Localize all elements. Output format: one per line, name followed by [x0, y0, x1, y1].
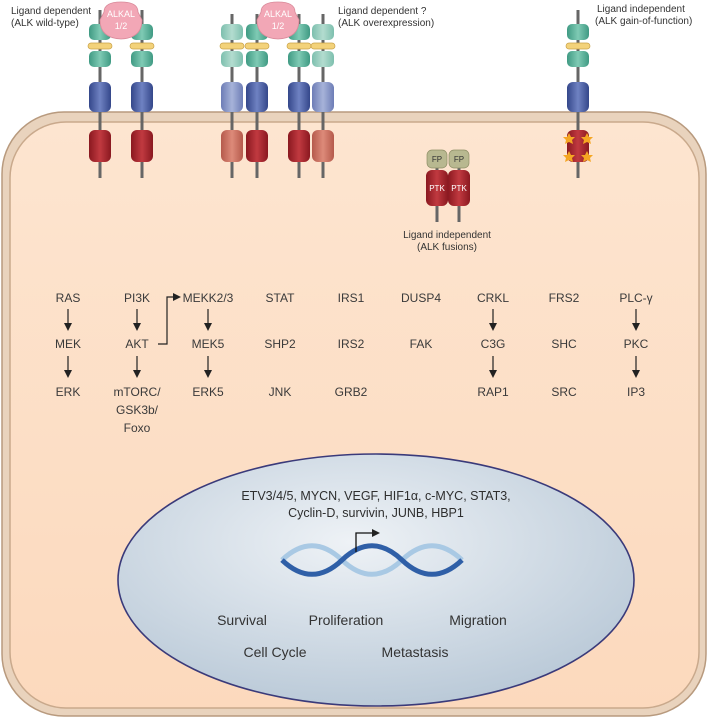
pathway-plc: PLC-γ PKC IP3	[619, 291, 652, 399]
dna-helix-icon	[280, 543, 464, 577]
node-rap1: RAP1	[477, 385, 509, 399]
fusion-label-1: Ligand independent	[403, 230, 491, 241]
node-erk5: ERK5	[192, 385, 224, 399]
node-pi3k: PI3K	[124, 291, 150, 305]
node-jnk: JNK	[269, 385, 292, 399]
ligand-label-1: ALKAL	[107, 9, 135, 19]
ligand-label-1: ALKAL	[264, 9, 292, 19]
node-grb2: GRB2	[335, 385, 368, 399]
fusion-label-2: (ALK fusions)	[417, 242, 477, 253]
node-dusp4: DUSP4	[401, 291, 441, 305]
receptor-overexpression: ALKAL 1/2 Ligand dependent ? (ALK overex…	[219, 1, 434, 178]
pathway-pi3k: PI3K AKT mTORC/ GSK3b/ Foxo	[113, 291, 181, 435]
node-irs1: IRS1	[338, 291, 365, 305]
node-plc: PLC-γ	[619, 291, 652, 305]
pathway-crkl: CRKL C3G RAP1	[477, 291, 509, 399]
ligand-alkal: ALKAL 1/2	[256, 1, 300, 40]
node-mek: MEK	[55, 337, 81, 351]
target-genes-line-2: Cyclin-D, survivin, JUNB, HBP1	[288, 506, 464, 520]
node-gsk3b: GSK3b/	[116, 403, 159, 417]
gain-label-2: (ALK gain-of-function)	[595, 16, 692, 27]
node-pkc: PKC	[624, 337, 649, 351]
receptor-gain-of-function: Ligand independent (ALK gain-of-function…	[563, 4, 692, 178]
outcome-metastasis: Metastasis	[382, 644, 449, 660]
node-akt: AKT	[125, 337, 149, 351]
ligand-label-2: 1/2	[272, 21, 285, 31]
node-mekk: MEKK2/3	[183, 291, 234, 305]
arrow	[158, 293, 181, 345]
signaling-pathways: RAS MEK ERK PI3K AKT mTORC/ GSK3b/ Foxo …	[55, 291, 653, 435]
fp-label: FP	[432, 155, 442, 164]
receptor-chain-pale	[219, 14, 245, 178]
receptor-wild-type: ALKAL 1/2 Ligand dependent (ALK wild-typ…	[11, 1, 155, 178]
pathway-stat: STAT SHP2 JNK	[264, 291, 296, 399]
ptk-domain	[426, 170, 448, 206]
node-erk: ERK	[56, 385, 81, 399]
ptk-label: PTK	[451, 184, 467, 193]
receptor-chain	[244, 14, 270, 178]
wild-type-label-2: (ALK wild-type)	[11, 18, 79, 29]
ligand-alkal: ALKAL 1/2	[99, 1, 143, 40]
node-irs2: IRS2	[338, 337, 365, 351]
alk-fusion: FP FP PTK PTK Ligand independent (ALK fu…	[403, 149, 491, 253]
pathway-frs2: FRS2 SHC SRC	[549, 291, 580, 399]
node-stat: STAT	[266, 291, 296, 305]
node-fak: FAK	[410, 337, 433, 351]
outcome-migration: Migration	[449, 612, 507, 628]
receptor-chain	[286, 14, 312, 178]
target-genes-line-1: ETV3/4/5, MYCN, VEGF, HIF1α, c-MYC, STAT…	[241, 489, 510, 503]
node-shp2: SHP2	[264, 337, 296, 351]
outcome-survival: Survival	[217, 612, 267, 628]
fp-label: FP	[454, 155, 464, 164]
fusion-partner-domain	[448, 149, 470, 169]
pathway-mekk: MEKK2/3 MEK5 ERK5	[183, 291, 234, 399]
node-ras: RAS	[56, 291, 81, 305]
node-ip3: IP3	[627, 385, 645, 399]
fusion-partner-domain	[426, 149, 448, 169]
receptor-chain	[87, 10, 113, 178]
overexpression-label-2: (ALK overexpression)	[338, 18, 434, 29]
pathway-irs: IRS1 IRS2 GRB2	[335, 291, 368, 399]
nucleus-envelope	[117, 453, 635, 707]
ligand-label-2: 1/2	[115, 21, 128, 31]
receptor-chain-pale	[310, 14, 336, 178]
node-c3g: C3G	[481, 337, 506, 351]
overexpression-label-1: Ligand dependent ?	[338, 6, 427, 17]
outcome-proliferation: Proliferation	[309, 612, 384, 628]
node-frs2: FRS2	[549, 291, 580, 305]
transcription-start-arrow-icon	[355, 529, 380, 552]
node-src: SRC	[551, 385, 577, 399]
pathway-dusp4: DUSP4 FAK	[401, 291, 441, 351]
node-crkl: CRKL	[477, 291, 509, 305]
node-foxo: Foxo	[124, 421, 151, 435]
nucleus: ETV3/4/5, MYCN, VEGF, HIF1α, c-MYC, STAT…	[117, 453, 635, 707]
ptk-domain	[448, 170, 470, 206]
mutation-star-icon	[563, 133, 593, 162]
node-shc: SHC	[551, 337, 577, 351]
node-mtorc: mTORC/	[113, 385, 161, 399]
node-mek5: MEK5	[192, 337, 225, 351]
pathway-ras: RAS MEK ERK	[55, 291, 81, 399]
wild-type-label-1: Ligand dependent	[11, 6, 91, 17]
ptk-label: PTK	[429, 184, 445, 193]
outcome-cell-cycle: Cell Cycle	[243, 644, 306, 660]
gain-label-1: Ligand independent	[597, 4, 685, 15]
